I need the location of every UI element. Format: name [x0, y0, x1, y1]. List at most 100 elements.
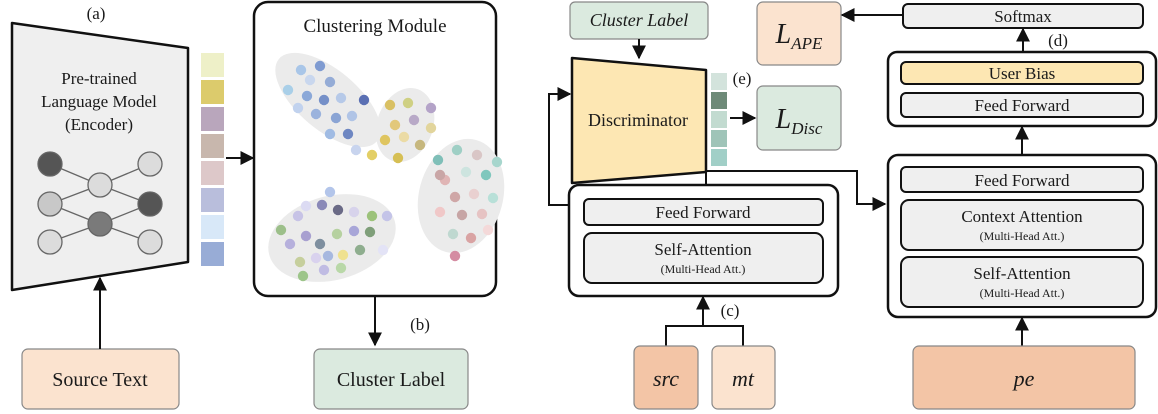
cluster-point	[310, 108, 322, 120]
discriminator-label: Discriminator	[588, 110, 688, 130]
cluster-point	[348, 225, 360, 237]
cluster-point	[310, 252, 322, 264]
cluster-point	[432, 154, 444, 166]
mt-input-label: mt	[732, 366, 755, 391]
cluster-point	[381, 210, 393, 222]
decoder-feed-forward-label: Feed Forward	[975, 171, 1070, 190]
cluster-point	[331, 228, 343, 240]
decoder-self-attention-box	[900, 256, 1144, 308]
top-feed-forward-label: Feed Forward	[975, 96, 1070, 115]
label-d: (d)	[1048, 31, 1068, 50]
cluster-point	[471, 149, 483, 161]
cluster-point	[314, 60, 326, 72]
cluster-point	[295, 64, 307, 76]
cluster-point	[332, 204, 344, 216]
embedding-cell	[201, 242, 224, 266]
cluster-point	[335, 92, 347, 104]
cluster-point	[300, 230, 312, 242]
context-attention-label: Context Attention	[961, 207, 1083, 226]
cluster-point	[460, 166, 472, 178]
cluster-point	[389, 119, 401, 131]
cluster-point	[316, 199, 328, 211]
cluster-point	[346, 110, 358, 122]
cluster-point	[398, 131, 410, 143]
cluster-point	[366, 210, 378, 222]
discriminator-output-cell	[711, 73, 727, 90]
cluster-label-bottom-text: Cluster Label	[337, 369, 446, 391]
cluster-point	[330, 112, 342, 124]
loss-disc-label: LDisc	[775, 104, 823, 138]
embedding-cell	[201, 188, 224, 212]
embedding-cell	[201, 215, 224, 239]
encoder-feed-forward-box	[583, 198, 824, 226]
encoder-title-line-1: Pre-trained	[61, 69, 137, 88]
encoder-trapezoid	[10, 21, 190, 292]
cluster-point	[402, 97, 414, 109]
embedding-cell	[201, 53, 224, 77]
cluster-point	[292, 102, 304, 114]
top-feed-forward-box	[900, 92, 1144, 118]
cluster-point	[449, 250, 461, 262]
cluster-point	[377, 244, 389, 256]
loss-disc-box	[756, 85, 842, 151]
cluster-point	[364, 226, 376, 238]
cluster-point	[480, 169, 492, 181]
cluster-point	[451, 144, 463, 156]
src-input-box	[633, 345, 699, 410]
context-attention-box	[900, 199, 1144, 251]
encoder-title-line-3: (Encoder)	[65, 115, 133, 134]
user-bias-box	[900, 61, 1144, 85]
cluster-point	[297, 270, 309, 282]
cluster-point	[350, 144, 362, 156]
decoder-feed-forward-box	[900, 166, 1144, 193]
cluster-points	[275, 60, 503, 282]
decoder-self-attention-label: Self-Attention	[973, 264, 1071, 283]
cluster-point	[318, 94, 330, 106]
cluster-point	[282, 84, 294, 96]
cluster-point	[434, 169, 446, 181]
softmax-label: Softmax	[994, 7, 1052, 26]
cluster-point	[335, 262, 347, 274]
cluster-point	[449, 191, 461, 203]
cluster-point	[337, 249, 349, 261]
cluster-point	[465, 232, 477, 244]
cluster-point	[491, 156, 503, 168]
discriminator-output-cell	[711, 92, 727, 109]
cluster-point	[342, 128, 354, 140]
label-c: (c)	[721, 301, 740, 320]
cluster-point	[275, 224, 287, 236]
cluster-label-top-text: Cluster Label	[590, 10, 689, 30]
arrow-encoder-to-discriminator	[548, 87, 572, 206]
label-e: (e)	[733, 69, 752, 88]
clustering-module-title: Clustering Module	[303, 16, 446, 37]
discriminator-output-cell	[711, 149, 727, 166]
cluster-point	[379, 134, 391, 146]
encoder-feed-forward-label: Feed Forward	[656, 203, 751, 222]
embedding-cell	[201, 80, 224, 104]
user-bias-label: User Bias	[989, 64, 1056, 83]
source-text-label: Source Text	[52, 369, 148, 391]
context-attention-sublabel: (Multi-Head Att.)	[980, 229, 1065, 243]
cluster-point	[468, 188, 480, 200]
label-b: (b)	[410, 315, 430, 334]
cluster-point	[294, 256, 306, 268]
arrow-encoder-to-decoder	[705, 170, 887, 211]
label-a: (a)	[87, 4, 106, 23]
cluster-point	[425, 122, 437, 134]
cluster-point	[384, 99, 396, 111]
cluster-point	[324, 76, 336, 88]
embedding-cell	[201, 107, 224, 131]
cluster-point	[292, 210, 304, 222]
cluster-point	[300, 200, 312, 212]
embedding-cell	[201, 161, 224, 185]
embedding-vector	[201, 53, 224, 266]
encoder-self-attention-box	[583, 232, 824, 284]
input-merge-lines	[665, 325, 744, 346]
decoder-self-attention-sublabel: (Multi-Head Att.)	[980, 286, 1065, 300]
cluster-point	[414, 139, 426, 151]
discriminator-output-cell	[711, 111, 727, 128]
cluster-point	[447, 228, 459, 240]
cluster-point	[318, 264, 330, 276]
cluster-point	[482, 224, 494, 236]
